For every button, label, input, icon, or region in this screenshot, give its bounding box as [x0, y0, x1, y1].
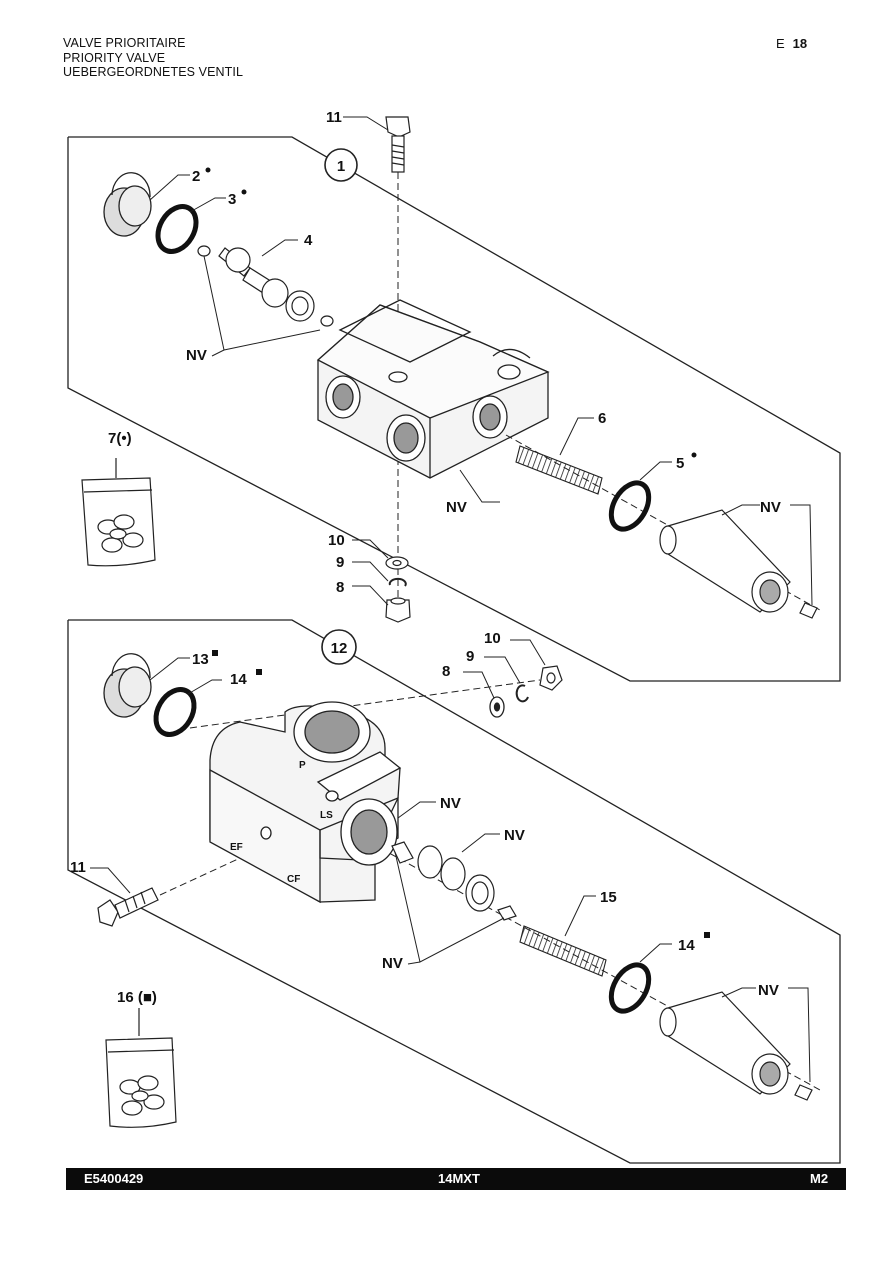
o-ring-14-left — [153, 687, 197, 737]
callout-11-lower: 11 — [70, 859, 86, 876]
valve-body-1 — [316, 299, 550, 479]
seal-kit-bag-16 — [105, 1008, 177, 1128]
nv-label-spool-lower: NV — [504, 827, 525, 844]
washer-8 — [489, 696, 505, 718]
valve-body-12 — [209, 701, 402, 904]
assembly-12-outline — [67, 619, 841, 1164]
nut-8 — [385, 597, 411, 623]
bolt-11-top — [385, 116, 411, 173]
spring-15 — [519, 925, 607, 977]
seal-kit-bag-7 — [81, 458, 156, 567]
assembly-1-outline — [67, 136, 841, 682]
callout-13: 13 — [192, 651, 209, 668]
footer-reference: E5400429 — [84, 1171, 144, 1186]
cap-plug-12 — [659, 991, 813, 1101]
page-number: 18 — [792, 36, 808, 51]
callout-3: 3 — [228, 191, 236, 208]
nut-10 — [539, 665, 563, 691]
title-german: UEBERGEORDNETES VENTIL — [63, 65, 244, 79]
title-english: PRIORITY VALVE — [63, 50, 166, 65]
callout-circle-1: 1 — [324, 148, 358, 182]
o-ring-3 — [155, 204, 199, 254]
callout-16: 16 (■) — [117, 989, 157, 1006]
callout-1: 1 — [337, 158, 345, 175]
callout-9-lower: 9 — [466, 648, 474, 665]
callout-9-top: 9 — [336, 554, 344, 571]
callout-10-top: 10 — [328, 532, 345, 549]
nv-label-spool: NV — [186, 347, 207, 364]
section-letter: E — [776, 36, 785, 51]
o-ring-5 — [608, 480, 652, 532]
nv-label-spool-bottom: NV — [382, 955, 403, 972]
port-label-ef: EF — [230, 842, 243, 853]
callout-7: 7(•) — [108, 430, 132, 447]
footer-code: M2 — [810, 1171, 829, 1186]
callout-4: 4 — [304, 232, 313, 249]
o-ring-14-right — [608, 962, 652, 1014]
nv-label-port: NV — [440, 795, 461, 812]
port-label-p: P — [299, 760, 306, 771]
title-french: VALVE PRIORITAIRE — [63, 36, 186, 50]
callout-12: 12 — [331, 640, 348, 657]
title-block: VALVE PRIORITAIRE PRIORITY VALVE UEBERGE… — [63, 36, 243, 80]
footer-bar: E5400429 14MXT M2 — [66, 1168, 846, 1190]
nv-label-body: NV — [446, 499, 467, 516]
plug-13 — [103, 653, 152, 718]
spool-4 — [197, 245, 334, 327]
washer-10 — [385, 556, 409, 570]
cap-plug-1 — [659, 509, 818, 619]
footer-model: 14MXT — [438, 1171, 480, 1186]
page-id: E 18 — [776, 36, 807, 51]
callout-14-right: 14 — [678, 937, 695, 954]
nv-label-cap: NV — [760, 499, 781, 516]
callout-15: 15 — [600, 889, 617, 906]
nv-label-cap-lower: NV — [758, 982, 779, 999]
callout-14-left: 14 — [230, 671, 247, 688]
callout-8-lower: 8 — [442, 663, 450, 680]
bolt-11-lower — [97, 887, 159, 927]
plug-2 — [103, 172, 152, 237]
callout-2: 2 — [192, 168, 200, 185]
lock-washer-9 — [388, 577, 407, 587]
spool-15-parts — [391, 841, 517, 921]
lock-washer-9-lower — [515, 684, 529, 703]
callout-circle-12: 12 — [321, 629, 357, 665]
callout-11-top: 11 — [326, 109, 342, 126]
spring-6 — [515, 445, 603, 495]
callout-6: 6 — [598, 410, 606, 427]
port-label-cf: CF — [287, 874, 300, 885]
callout-8-top: 8 — [336, 579, 344, 596]
callout-10-lower: 10 — [484, 630, 501, 647]
port-label-ls: LS — [320, 810, 333, 821]
callout-5: 5 — [676, 455, 684, 472]
